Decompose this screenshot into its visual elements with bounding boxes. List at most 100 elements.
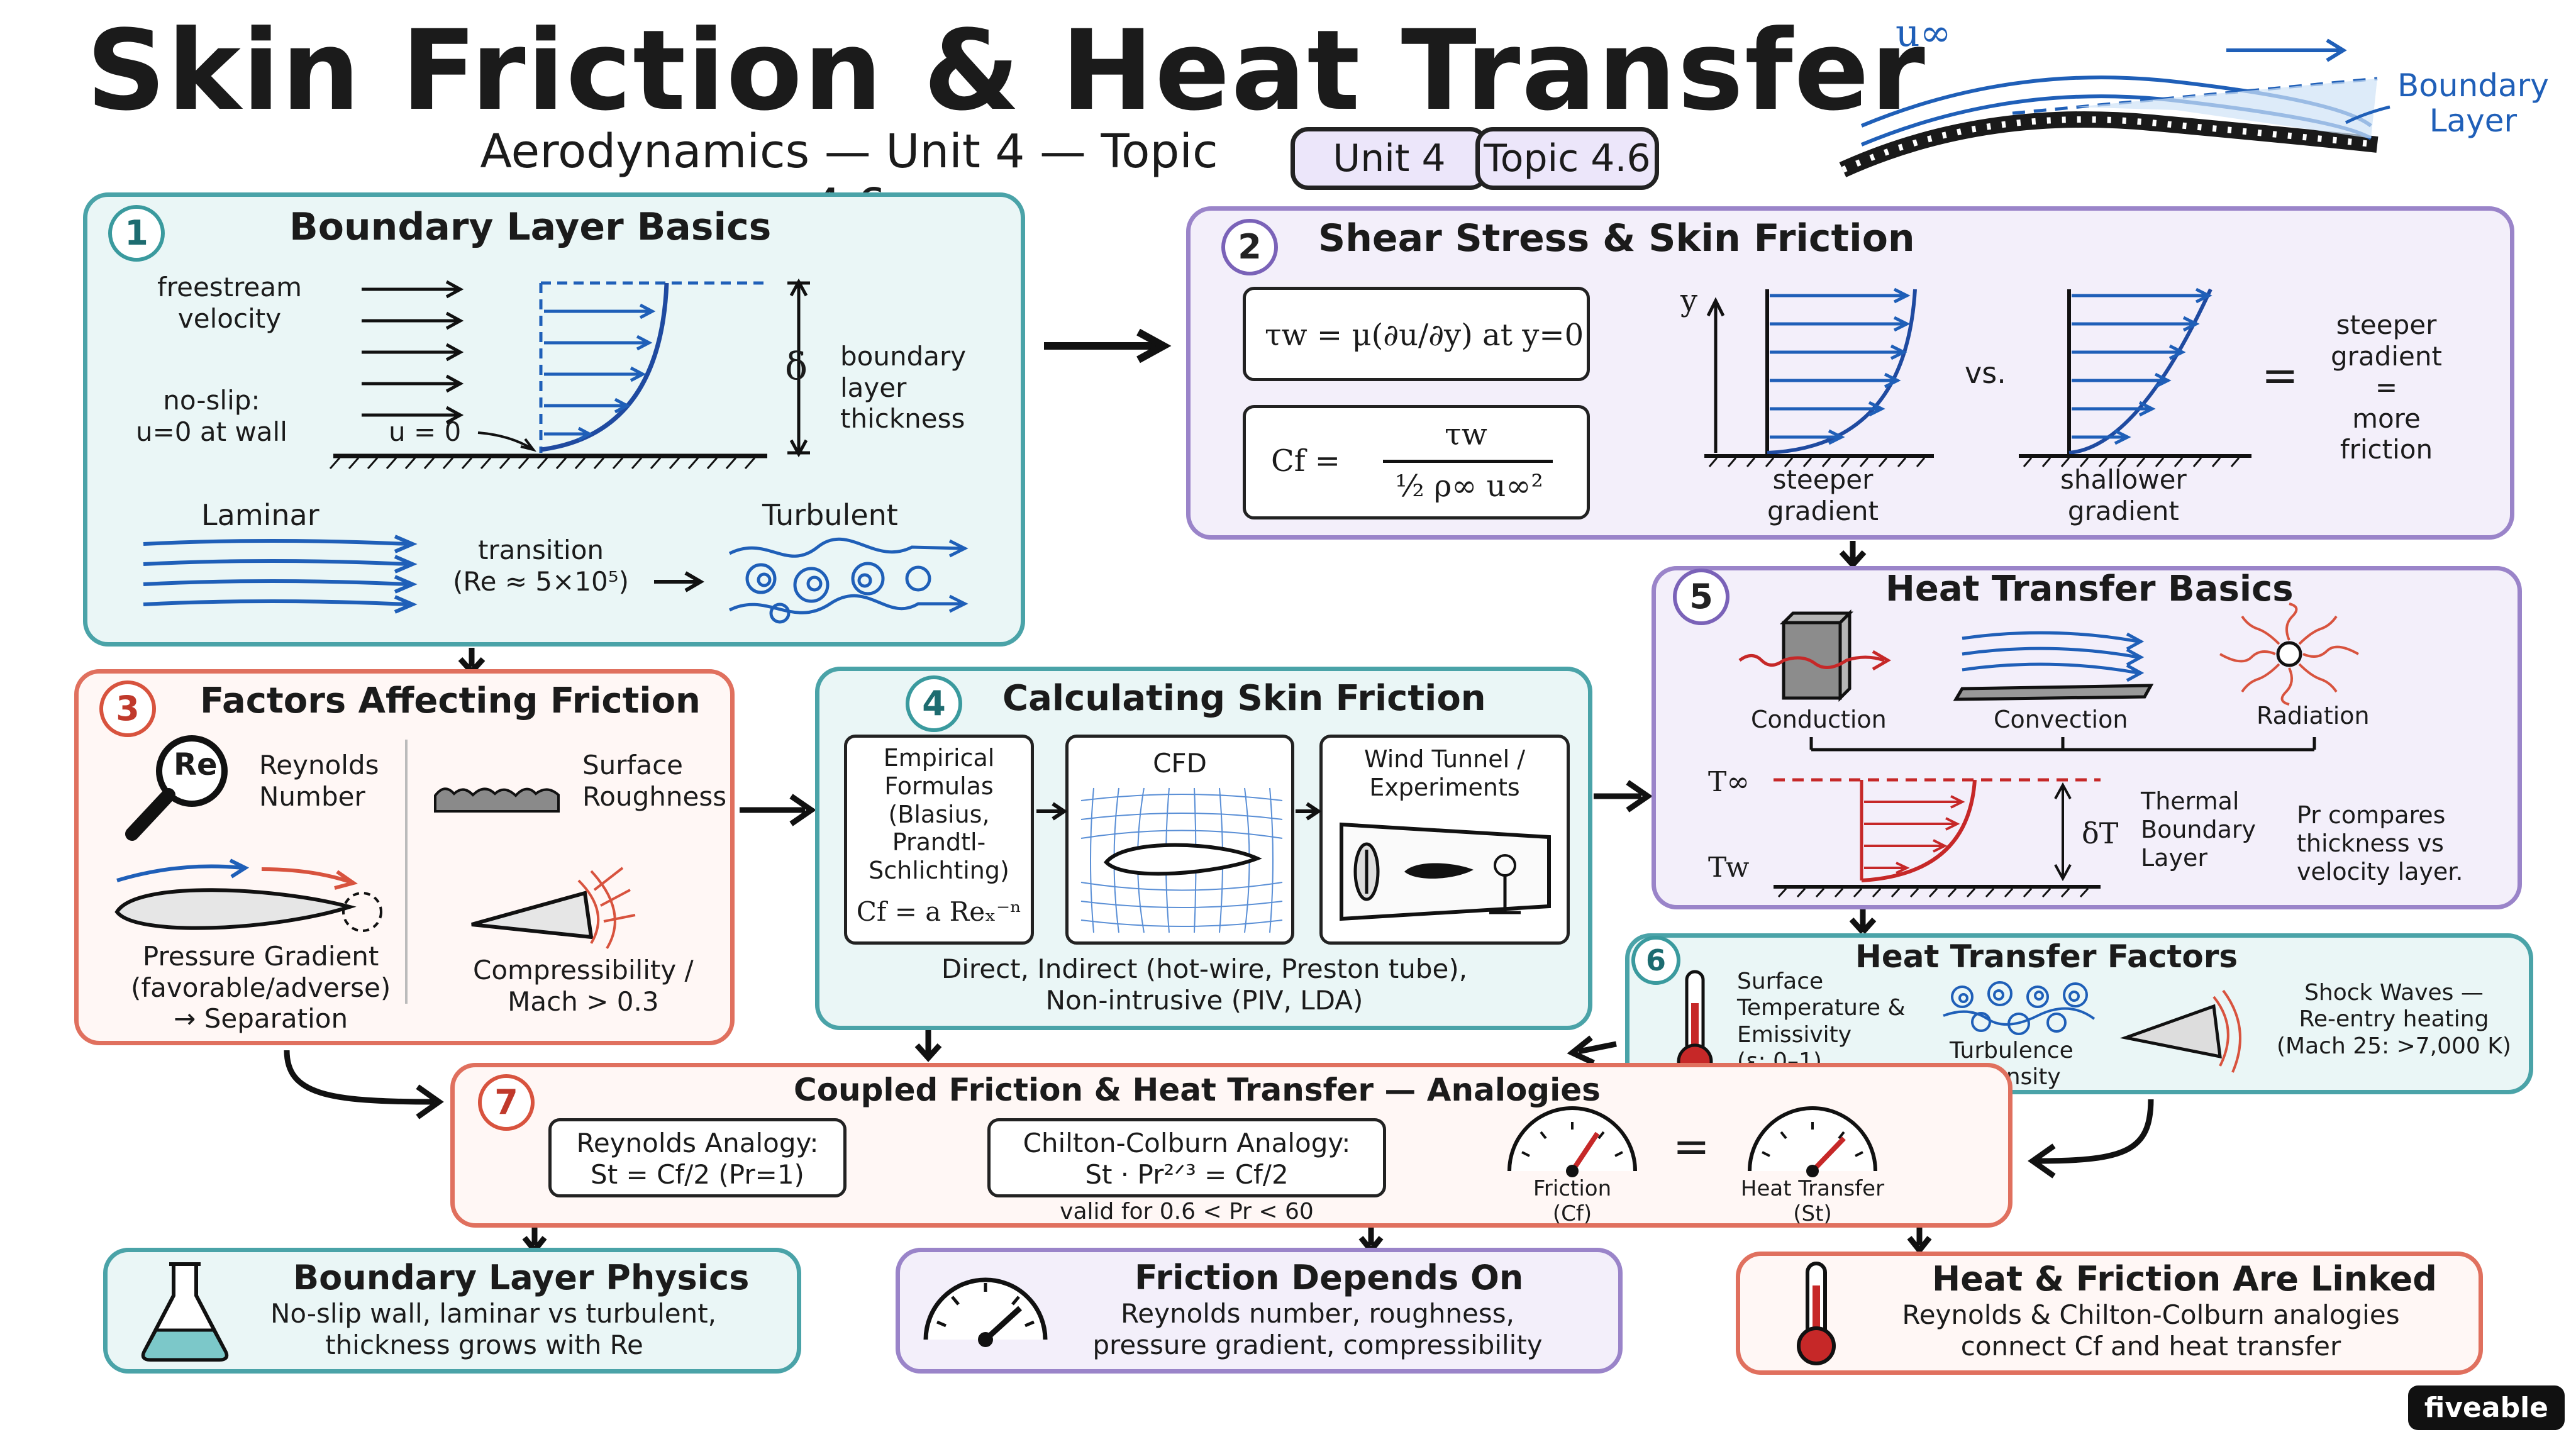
compressibility-label: Compressibility / Mach > 0.3 bbox=[473, 955, 694, 1017]
summary-thermometer-icon bbox=[1797, 1262, 1836, 1365]
thermal-line-1: Thermal bbox=[2141, 787, 2240, 815]
page-subtitle: Aerodynamics — Unit 4 — Topic 4.6 bbox=[480, 125, 1218, 233]
panel-7-title: Coupled Friction & Heat Transfer — Analo… bbox=[794, 1072, 1601, 1108]
corner-boundary-label: Boundary Layer bbox=[2397, 68, 2549, 138]
shallow-profile-sketch bbox=[2019, 287, 2251, 467]
panel-3-title: Factors Affecting Friction bbox=[200, 680, 701, 721]
methods-line-1: Direct, Indirect (hot-wire, Preston tube… bbox=[941, 953, 1468, 984]
thickness-line-2: layer bbox=[840, 372, 907, 403]
cf-formula-numerator: τw bbox=[1445, 417, 1487, 452]
turbulent-label: Turbulent bbox=[762, 498, 898, 532]
friction-gauge-label: Friction (Cf) bbox=[1516, 1176, 1629, 1226]
empirical-line-1: Empirical bbox=[883, 744, 995, 772]
reynolds-analogy-text: Reynolds Analogy: St = Cf/2 (Pr=1) bbox=[552, 1128, 843, 1190]
conclusion-line-1: steeper bbox=[2336, 309, 2437, 340]
summary-3-text: Reynolds & Chilton-Colburn analogies con… bbox=[1868, 1299, 2434, 1362]
conclusion-label: steeper gradient = more friction bbox=[2331, 309, 2442, 465]
summary-2-line-1: Reynolds number, roughness, bbox=[1120, 1298, 1514, 1329]
re-badge: Re bbox=[174, 747, 218, 782]
empirical-line-2: Formulas bbox=[884, 772, 994, 800]
surface-line-1: Surface bbox=[582, 750, 684, 780]
summary-heat-friction-linked bbox=[1736, 1252, 2483, 1375]
panel-4-title: Calculating Skin Friction bbox=[1002, 678, 1486, 719]
reynolds-analogy-box: Reynolds Analogy: St = Cf/2 (Pr=1) bbox=[548, 1118, 847, 1197]
pr-line-3: velocity layer. bbox=[2297, 857, 2463, 886]
chilton-validity-note: valid for 0.6 < Pr < 60 bbox=[1060, 1199, 1314, 1224]
thickness-line-1: boundary bbox=[840, 341, 967, 372]
pressure-line-3: → Separation bbox=[174, 1003, 348, 1035]
summary-3-title: Heat & Friction Are Linked bbox=[1932, 1259, 2437, 1299]
equals-sign: = bbox=[2262, 350, 2299, 401]
summary-1-title: Boundary Layer Physics bbox=[293, 1258, 750, 1297]
panel-1-title: Boundary Layer Basics bbox=[289, 205, 772, 249]
panel-7-number: 7 bbox=[478, 1074, 535, 1131]
reyn-analogy-line-2: St = Cf/2 (Pr=1) bbox=[591, 1158, 804, 1190]
laminar-label: Laminar bbox=[201, 498, 319, 532]
empirical-formula: Cf = a Reₓ⁻ⁿ bbox=[856, 896, 1022, 927]
convection-label: Convection bbox=[1994, 706, 2128, 733]
empirical-line-3: (Blasius, bbox=[888, 800, 990, 828]
panel-2-number: 2 bbox=[1221, 219, 1278, 275]
conduction-label: Conduction bbox=[1751, 706, 1887, 733]
shock-line-3: (Mach 25: >7,000 K) bbox=[2277, 1033, 2511, 1059]
thermal-line-2: Boundary bbox=[2141, 815, 2257, 843]
shallower-line-2: gradient bbox=[2067, 495, 2179, 526]
modes-bracket bbox=[1809, 737, 2316, 752]
surface-emissivity-label: Surface Temperature & Emissivity (ε: 0–1… bbox=[1737, 969, 1906, 1075]
cf-formula-denominator: ½ ρ∞ u∞² bbox=[1395, 469, 1543, 504]
summary-2-line-2: pressure gradient, compressibility bbox=[1092, 1329, 1543, 1360]
freestream-line-2: velocity bbox=[177, 303, 282, 334]
cfd-mesh-icon bbox=[1080, 787, 1283, 933]
noslip-line-2: u=0 at wall bbox=[136, 416, 287, 447]
radiation-icon bbox=[2219, 602, 2359, 706]
panel-4-number: 4 bbox=[906, 675, 962, 732]
chilton-colburn-text: Chilton-Colburn Analogy: St · Pr²ᐟ³ = Cf… bbox=[991, 1128, 1383, 1190]
transition-line-2: (Re ≈ 5×10⁵) bbox=[453, 565, 629, 597]
airfoil-separation-icon bbox=[114, 858, 382, 932]
wind-line-1: Wind Tunnel / bbox=[1363, 745, 1526, 773]
surface6-line-1: Surface bbox=[1737, 969, 1824, 994]
cf-formula-box: Cf = τw ½ ρ∞ u∞² bbox=[1243, 405, 1590, 519]
friction-gauge-icon bbox=[1507, 1106, 1637, 1177]
compress-line-2: Mach > 0.3 bbox=[508, 985, 659, 1017]
conduction-icon bbox=[1738, 609, 1891, 702]
turbulence-icon bbox=[1943, 981, 2096, 1035]
laminar-flow-lines bbox=[143, 535, 418, 614]
cfd-label: CFD bbox=[1153, 748, 1207, 779]
shock-line-2: Re-entry heating bbox=[2299, 1006, 2489, 1033]
thermal-bl-label: Thermal Boundary Layer bbox=[2141, 787, 2256, 872]
wind-tunnel-box: Wind Tunnel / Experiments bbox=[1319, 735, 1570, 945]
u-zero-label: u = 0 bbox=[389, 416, 462, 447]
empirical-line-4: Prandtl- bbox=[892, 828, 986, 857]
arrow-panel1-to-panel2 bbox=[1044, 328, 1172, 364]
cfd-box: CFD bbox=[1065, 735, 1294, 945]
surface-line-2: Roughness bbox=[582, 780, 727, 812]
corner-boundary-layer-sketch bbox=[1839, 38, 2390, 177]
brand-logo: fiveable bbox=[2407, 1385, 2565, 1430]
empirical-line-5: Schlichting) bbox=[869, 857, 1009, 885]
turbulent-flow-swirls bbox=[728, 537, 969, 624]
summary-3-line-2: connect Cf and heat transfer bbox=[1960, 1330, 2341, 1362]
panel-3-number: 3 bbox=[99, 680, 156, 737]
summary-1-line-2: thickness grows with Re bbox=[325, 1329, 643, 1360]
summary-2-text: Reynolds number, roughness, pressure gra… bbox=[1069, 1298, 1566, 1360]
t-infinity-label: T∞ bbox=[1708, 766, 1750, 798]
friction-gauge-line-1: Friction bbox=[1533, 1176, 1612, 1201]
summary-boundary-layer-physics bbox=[103, 1248, 801, 1374]
panel-factors-friction bbox=[74, 669, 735, 1045]
cf-formula-lhs: Cf = bbox=[1271, 443, 1340, 479]
reynolds-number-label: Reynolds Number bbox=[259, 750, 379, 812]
friction-gauge-line-2: (Cf) bbox=[1552, 1201, 1592, 1227]
tau-formula-box: τw = μ(∂u/∂y) at y=0 bbox=[1243, 287, 1590, 381]
steeper-line-1: steeper bbox=[1772, 464, 1874, 495]
conclusion-line-3: = bbox=[2375, 372, 2398, 403]
shallower-line-1: shallower bbox=[2060, 464, 2187, 495]
empirical-box: Empirical Formulas (Blasius, Prandtl- Sc… bbox=[844, 735, 1034, 945]
shock-cone-icon bbox=[471, 867, 636, 950]
steeper-label: steeper gradient bbox=[1767, 464, 1879, 526]
pressure-line-1: Pressure Gradient bbox=[142, 941, 379, 972]
compress-line-1: Compressibility / bbox=[473, 955, 694, 985]
factor-divider bbox=[405, 740, 408, 1004]
